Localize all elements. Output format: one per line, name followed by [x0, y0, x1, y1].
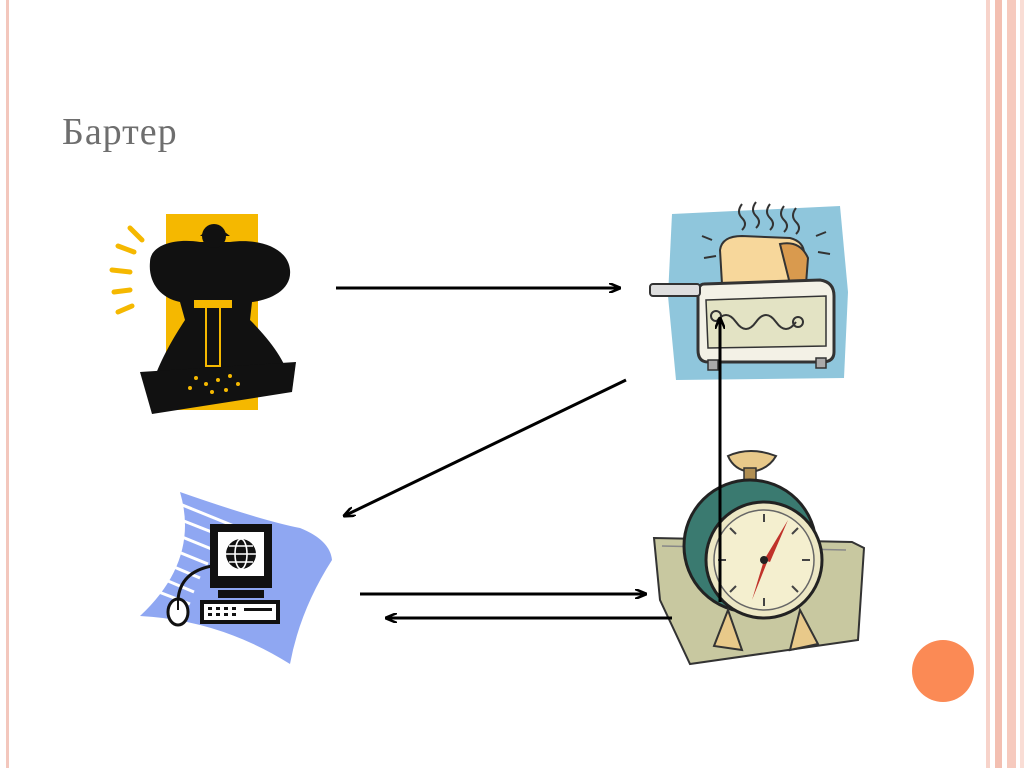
- left-border-line: [6, 0, 9, 768]
- right-border-stripes: [980, 0, 1024, 768]
- slide-title: Бартер: [62, 111, 178, 153]
- alarm-clock-icon: [652, 450, 866, 666]
- arrows: [336, 288, 720, 618]
- arrow-toaster-to-computer: [344, 378, 627, 516]
- computer-icon: [137, 492, 332, 664]
- jackhammer-worker-icon: [109, 214, 296, 414]
- decorative-orange-circle: [912, 640, 974, 702]
- toaster-icon: [649, 201, 848, 380]
